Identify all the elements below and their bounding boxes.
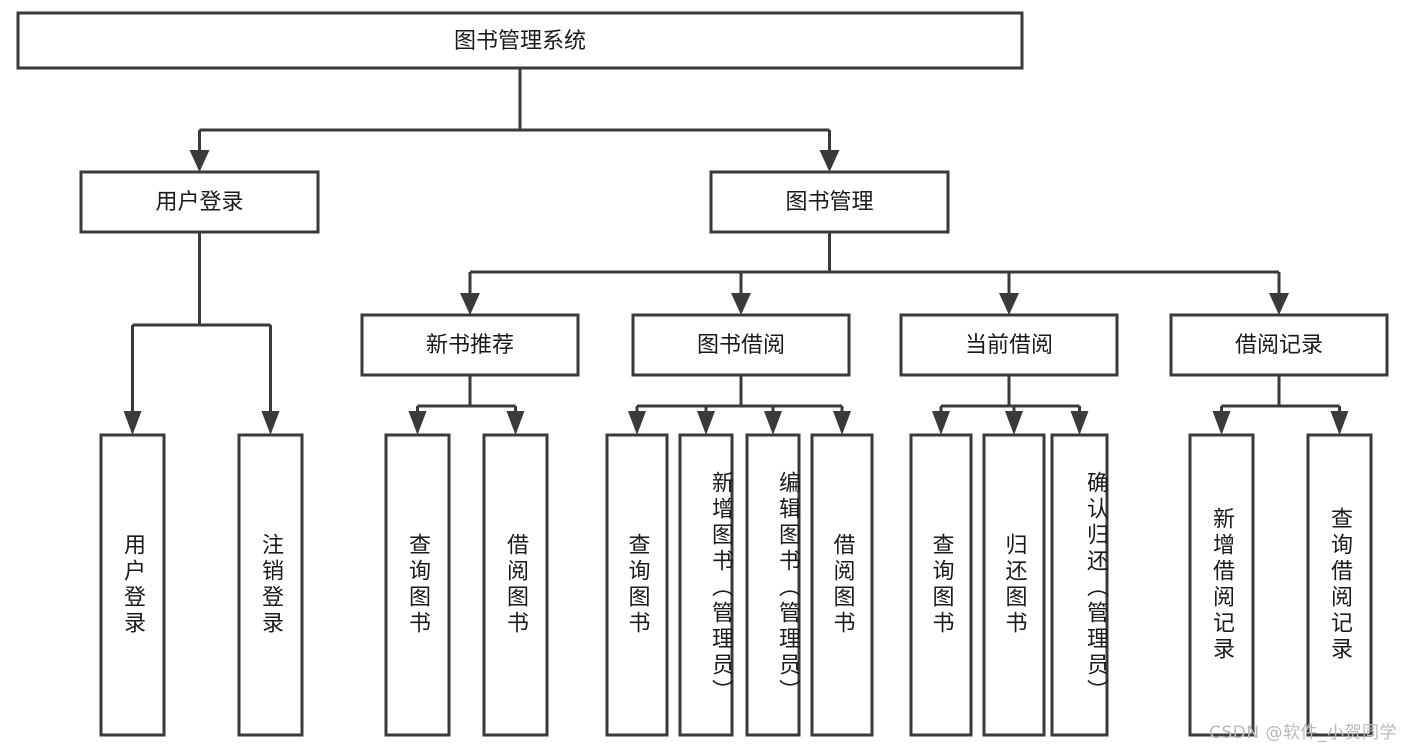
node-user-login-box[interactable] (79, 170, 320, 234)
arrow-head-borrow-record (1269, 293, 1289, 315)
csdn-watermark: CSDN @软件_小贺同学 (1209, 723, 1397, 743)
node-book-borrow-label: 图书借阅 (697, 333, 785, 358)
node-borrow-record[interactable]: 借阅记录 (1169, 313, 1389, 377)
arrow-head-leaf-borrow-book-a (506, 411, 525, 435)
arrow-head-leaf-user-login (123, 411, 142, 435)
arrow-head-leaf-query-book-c (932, 411, 950, 435)
leaf-layer (99, 433, 1373, 737)
node-user-login[interactable]: 用户登录 (79, 170, 320, 234)
leaf-box-user-login[interactable] (99, 433, 166, 737)
arrow-head-leaf-query-book-b (628, 411, 646, 435)
arrow-head-leaf-return-book (1005, 411, 1023, 435)
arrow-head-book-borrow (731, 293, 751, 315)
leaf-box-logout[interactable] (237, 433, 304, 737)
node-borrow-record-label: 借阅记录 (1235, 333, 1323, 358)
leaf-box-return-book[interactable] (982, 433, 1046, 737)
node-new-book-recommend-box[interactable] (360, 313, 580, 377)
arrow-head-user-login (189, 150, 210, 172)
arrow-head-leaf-query-book-a (408, 411, 427, 435)
arrow-head-leaf-borrow-book-b (833, 411, 851, 435)
node-current-borrow-label: 当前借阅 (965, 333, 1053, 358)
arrow-head-book-mgmt (819, 150, 840, 172)
arrow-head-leaf-add-record (1212, 411, 1231, 435)
leaf-box-add-book-admin[interactable] (678, 433, 734, 737)
arrow-head-new-book-rec (460, 293, 480, 315)
node-book-borrow[interactable]: 图书借阅 (631, 313, 851, 377)
arrow-head-leaf-edit-book (764, 411, 782, 435)
node-current-borrow[interactable]: 当前借阅 (899, 313, 1119, 377)
leaf-box-borrow-book-newbook[interactable] (482, 433, 549, 737)
arrow-head-leaf-logout (261, 411, 280, 435)
node-new-book-recommend-label: 新书推荐 (426, 333, 514, 358)
node-user-login-label: 用户登录 (155, 190, 243, 215)
connector-layer (123, 68, 1349, 435)
node-root-box[interactable] (16, 11, 1024, 70)
leaf-box-query-book-borrow[interactable] (605, 433, 669, 737)
arrow-head-current-borrow (999, 293, 1019, 315)
node-book-borrow-box[interactable] (631, 313, 851, 377)
leaf-box-confirm-return-admin[interactable] (1050, 433, 1109, 737)
node-book-management-label: 图书管理 (785, 190, 873, 215)
leaf-box-query-borrow-record[interactable] (1306, 433, 1373, 737)
leaf-box-edit-book-admin[interactable] (745, 433, 801, 737)
node-book-management[interactable]: 图书管理 (709, 170, 950, 234)
leaf-box-borrow-book-borrow[interactable] (810, 433, 874, 737)
arrow-head-leaf-add-book (697, 411, 715, 435)
node-current-borrow-box[interactable] (899, 313, 1119, 377)
node-borrow-record-box[interactable] (1169, 313, 1389, 377)
arrow-head-leaf-confirm-return (1070, 411, 1089, 435)
arrow-head-leaf-query-record (1330, 411, 1349, 435)
node-root-label: 图书管理系统 (454, 29, 586, 54)
node-new-book-recommend[interactable]: 新书推荐 (360, 313, 580, 377)
leaf-box-add-borrow-record[interactable] (1188, 433, 1255, 737)
leaf-box-query-book-current[interactable] (909, 433, 973, 737)
node-root[interactable]: 图书管理系统 (16, 11, 1024, 70)
leaf-box-query-book-newbook[interactable] (384, 433, 451, 737)
node-book-management-box[interactable] (709, 170, 950, 234)
